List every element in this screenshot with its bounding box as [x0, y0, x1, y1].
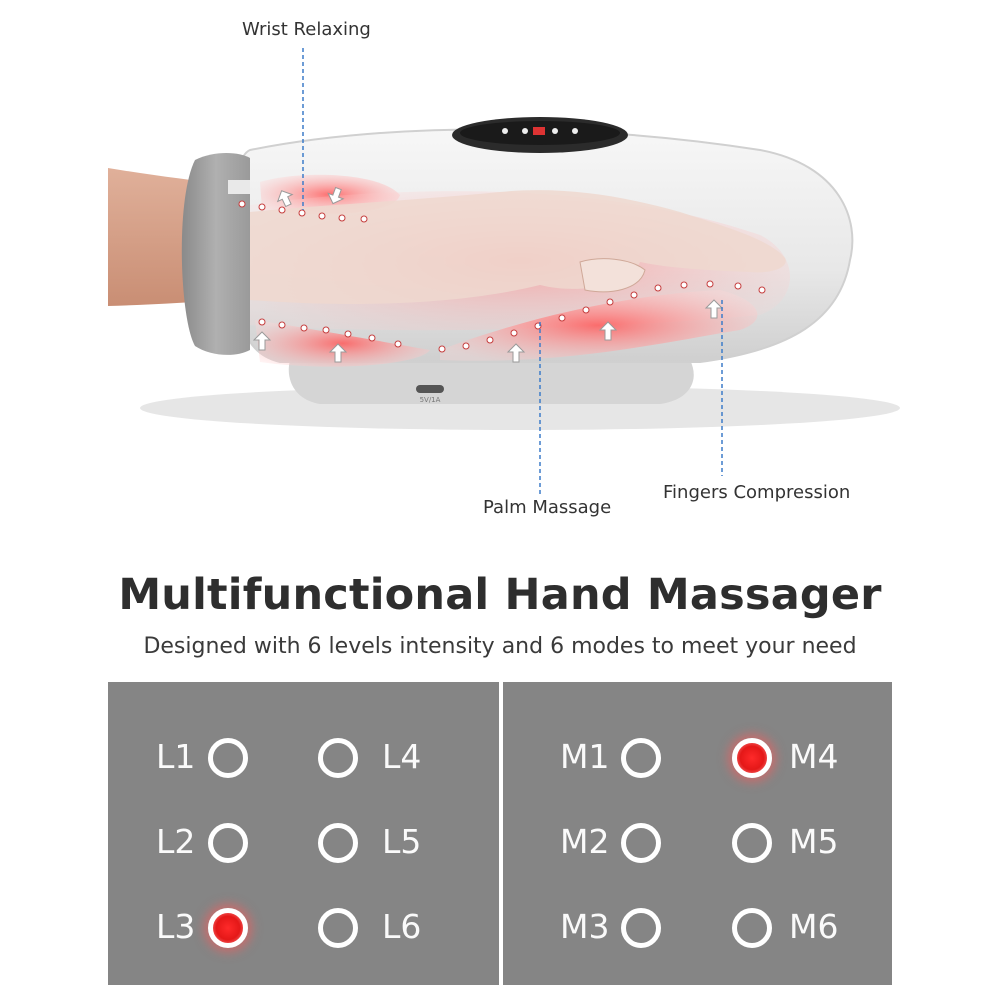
- mode-indicator-m2: [621, 823, 661, 863]
- page-title: Multifunctional Hand Massager: [118, 570, 882, 620]
- fingers-compression-label: Fingers Compression: [663, 482, 851, 503]
- mode-indicator-m6: [732, 908, 772, 948]
- level-indicator-l1: [208, 738, 248, 778]
- level-label-l2: L2: [156, 822, 196, 861]
- mode-label-m6: M6: [789, 907, 839, 946]
- hand-massager-illustration: 5V/1A: [108, 48, 900, 495]
- mode-indicator-m1: [621, 738, 661, 778]
- level-indicator-l4: [318, 738, 358, 778]
- port-label: 5V/1A: [420, 396, 441, 404]
- level-indicator-l5: [318, 823, 358, 863]
- mode-label-m4: M4: [789, 737, 839, 776]
- page-subtitle: Designed with 6 levels intensity and 6 m…: [143, 634, 857, 659]
- mode-label-m5: M5: [789, 822, 839, 861]
- heat-zone-bottom: [255, 320, 430, 367]
- level-label-l1: L1: [156, 737, 196, 776]
- mode-label-m1: M1: [560, 737, 610, 776]
- mode-indicator-m5: [732, 823, 772, 863]
- massage-modes-panel: M1 M2 M3 M4 M5 M6: [503, 682, 892, 985]
- level-indicator-l6: [318, 908, 358, 948]
- level-indicator-l2: [208, 823, 248, 863]
- wrist-band: [181, 153, 250, 355]
- mode-label-m2: M2: [560, 822, 610, 861]
- device-base: [288, 360, 694, 404]
- level-label-l4: L4: [382, 737, 422, 776]
- mode-label-m3: M3: [560, 907, 610, 946]
- level-label-l6: L6: [382, 907, 422, 946]
- intensity-levels-panel: L1 L2 L3 L4 L5 L6: [108, 682, 499, 985]
- mode-indicator-m4: [732, 738, 772, 778]
- mode-indicator-m3: [621, 908, 661, 948]
- level-label-l5: L5: [382, 822, 422, 861]
- wrist-relaxing-label: Wrist Relaxing: [242, 19, 371, 40]
- level-indicator-l3: [208, 908, 248, 948]
- hand: [250, 190, 786, 305]
- palm-massage-label: Palm Massage: [483, 497, 612, 518]
- usb-port: [416, 385, 444, 393]
- level-label-l3: L3: [156, 907, 196, 946]
